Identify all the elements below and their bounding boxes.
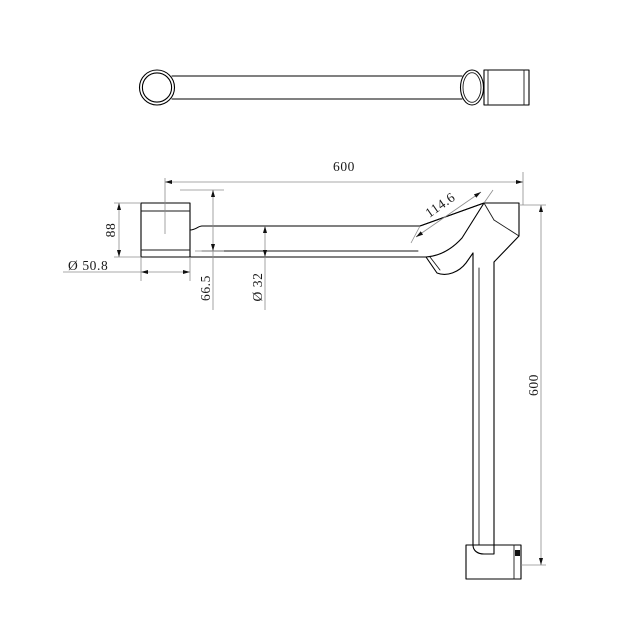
top-view-ring-inner <box>141 72 173 103</box>
top-view-ring-outer <box>138 69 176 106</box>
bottom-flange-tick <box>515 550 520 556</box>
corner-elbow-right-mitre <box>493 219 520 237</box>
corner-elbow-saddle-inner <box>429 256 441 271</box>
dim-line-114-6 <box>415 191 482 238</box>
corner-elbow-throat <box>425 202 485 258</box>
ext-1146-start <box>410 225 421 244</box>
ext-1146-end <box>483 189 494 204</box>
top-view-mount-block <box>483 69 530 106</box>
dim-label-600-vertical: 600 <box>526 374 541 396</box>
dim-label-diameter-50-8: Ø 50.8 <box>68 258 108 273</box>
front-view-group <box>140 202 522 580</box>
dim-label-66-5: 66.5 <box>198 275 213 301</box>
horizontal-tube-upper-edge <box>189 225 421 231</box>
bottom-flange-tube-transition <box>472 544 495 555</box>
top-view-flange-ellipse-inner <box>462 72 482 103</box>
corner-elbow-top-chamfer <box>483 202 495 221</box>
dim-label-diameter-32: Ø 32 <box>250 272 265 301</box>
dim-label-88: 88 <box>103 223 118 238</box>
corner-elbow-saddle <box>425 252 474 275</box>
dim-label-600-horizontal: 600 <box>333 159 355 174</box>
dim-label-114-6: 114.6 <box>422 189 458 220</box>
top-view-group <box>138 69 530 106</box>
top-view-flange-ellipse <box>459 69 485 106</box>
